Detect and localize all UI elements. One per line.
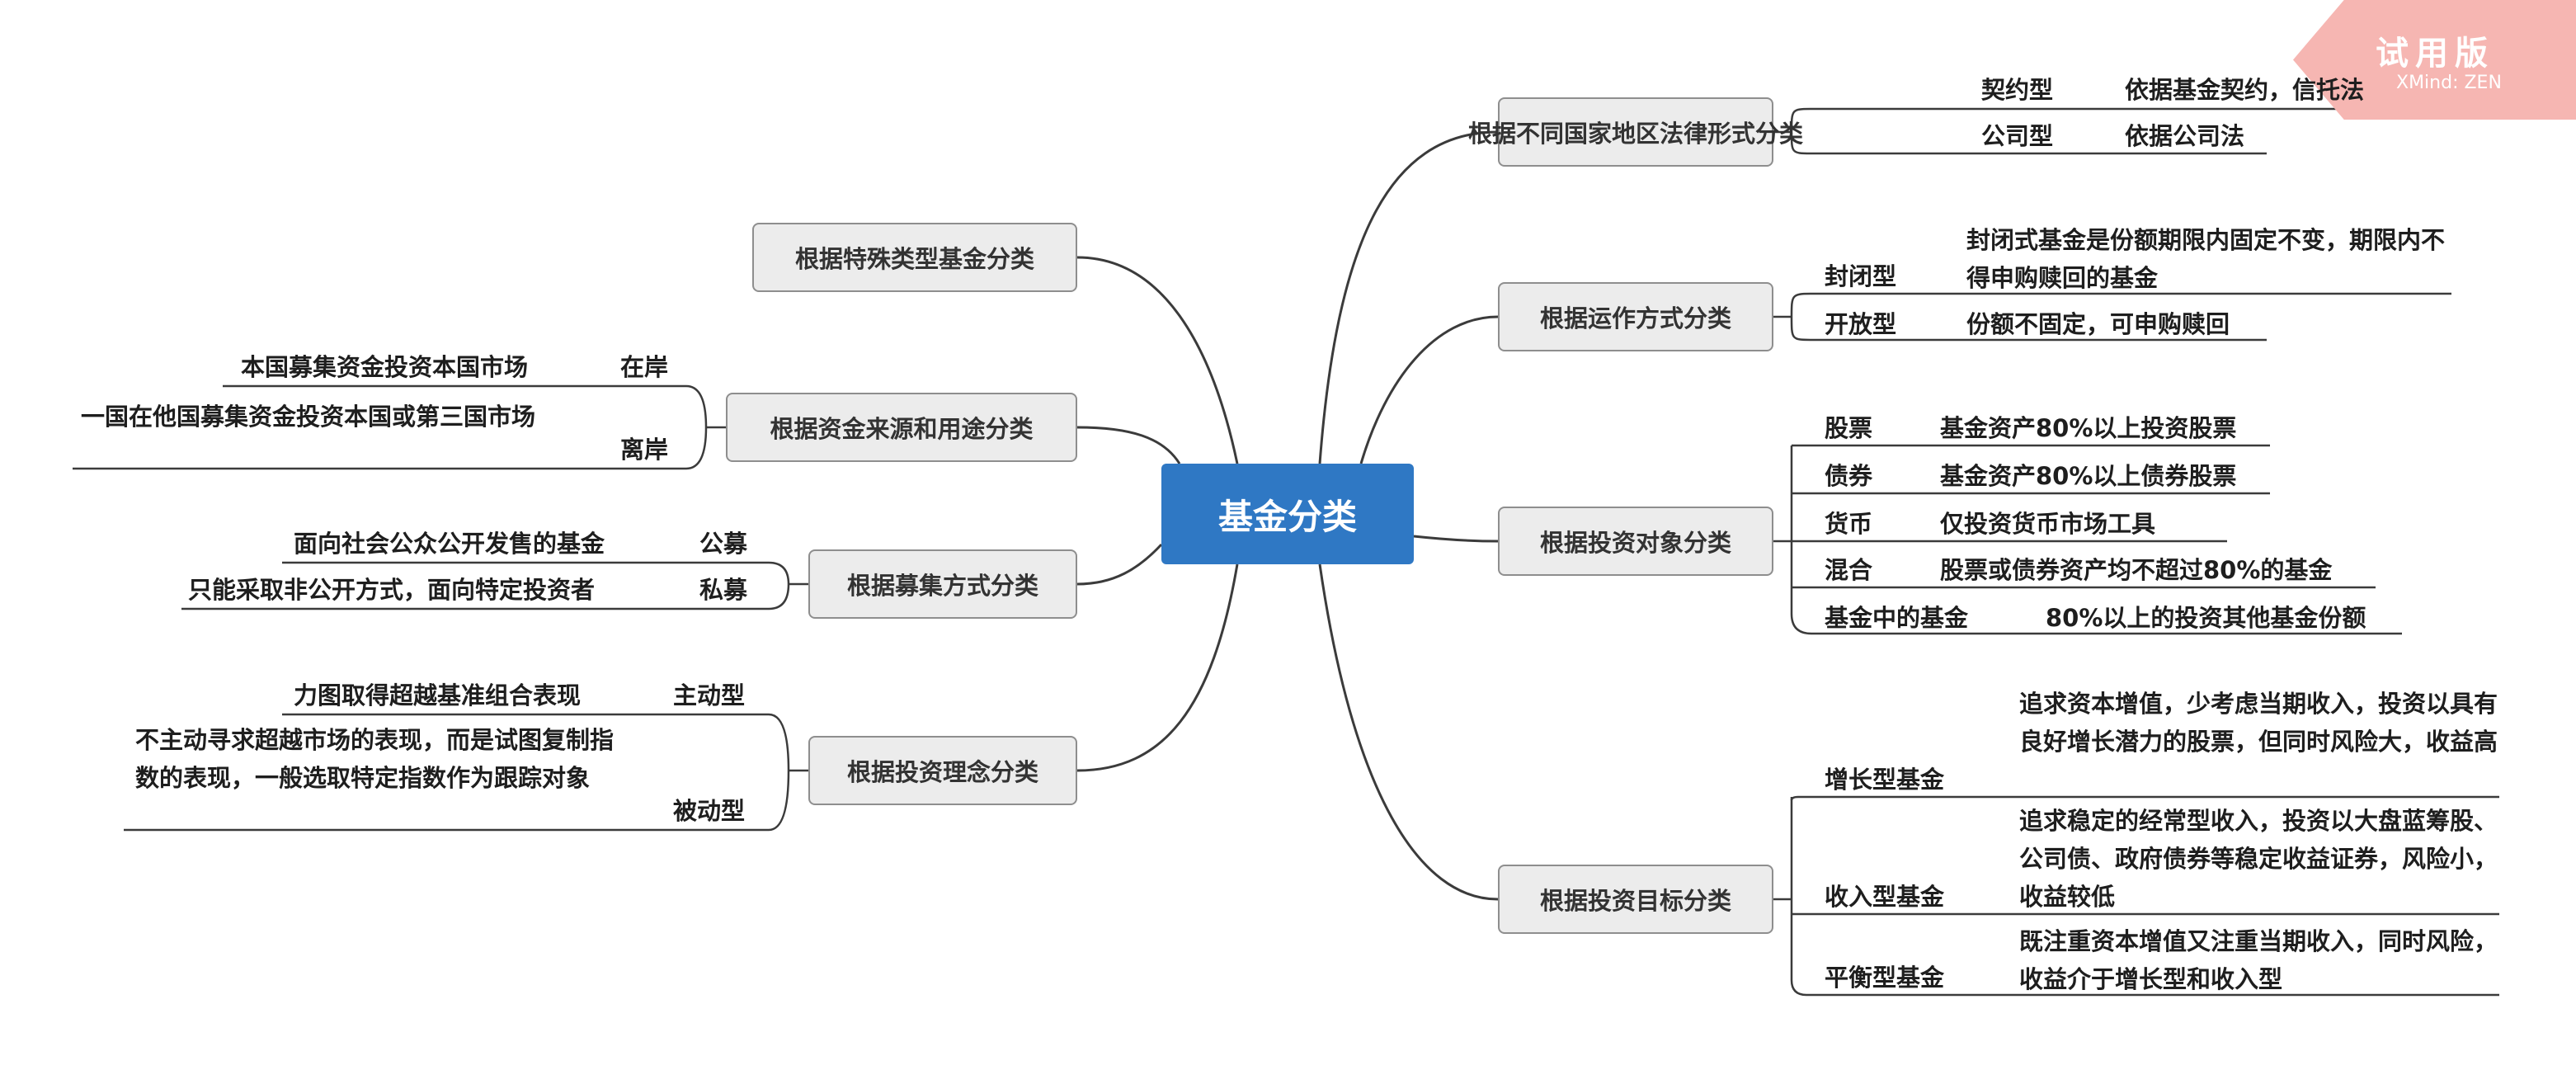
source-item-name[interactable]: 离岸: [620, 436, 669, 464]
concept-item-desc[interactable]: 力图取得超越基准组合表现: [294, 681, 582, 709]
operation-item-desc[interactable]: 封闭式基金是份额期限内固定不变，期限内不得申购赎回的基金: [1966, 226, 2446, 292]
goal-item-name[interactable]: 收入型基金: [1825, 883, 1945, 911]
topic-special-type[interactable]: 根据特殊类型基金分类: [752, 223, 1077, 292]
operation-item-name[interactable]: 开放型: [1825, 310, 1897, 338]
topic-legal-form[interactable]: 根据不同国家地区法律形式分类: [1468, 97, 1803, 167]
root-topic[interactable]: 基金分类: [1161, 464, 1414, 564]
object-item-name[interactable]: 债券: [1825, 462, 1873, 490]
topic-operation[interactable]: 根据运作方式分类: [1498, 282, 1773, 351]
operation-item-desc[interactable]: 份额不固定，可申购赎回: [1966, 310, 2230, 338]
legal-item-desc[interactable]: 依据基金契约，信托法: [2125, 76, 2365, 104]
watermark-subtitle: XMind: ZEN: [2396, 73, 2502, 93]
topic-raise-method[interactable]: 根据募集方式分类: [808, 549, 1077, 619]
goal-item-desc[interactable]: 既注重资本增值又注重当期收入，同时风险，收益介于增长型和收入型: [2019, 927, 2498, 993]
raise-item-desc[interactable]: 面向社会公众公开发售的基金: [294, 530, 605, 558]
object-item-desc[interactable]: 基金资产80%以上投资股票: [1940, 414, 2237, 442]
topic-investment-goal[interactable]: 根据投资目标分类: [1498, 865, 1773, 934]
raise-item-desc[interactable]: 只能采取非公开方式，面向特定投资者: [188, 576, 596, 604]
source-item-name[interactable]: 在岸: [620, 353, 669, 381]
object-item-name[interactable]: 混合: [1825, 556, 1873, 584]
goal-item-name[interactable]: 平衡型基金: [1825, 964, 1945, 992]
goal-item-name[interactable]: 增长型基金: [1825, 766, 1945, 794]
concept-item-name[interactable]: 被动型: [673, 797, 746, 825]
object-item-desc[interactable]: 80%以上的投资其他基金份额: [2046, 604, 2366, 632]
object-item-desc[interactable]: 股票或债券资产均不超过80%的基金: [1940, 556, 2333, 584]
concept-item-name[interactable]: 主动型: [673, 681, 746, 709]
topic-investment-object[interactable]: 根据投资对象分类: [1498, 507, 1773, 576]
raise-item-name[interactable]: 公募: [699, 530, 748, 558]
raise-item-name[interactable]: 私募: [699, 576, 748, 604]
watermark-banner: [2293, 0, 2576, 120]
topic-investment-concept[interactable]: 根据投资理念分类: [808, 736, 1077, 805]
goal-item-desc[interactable]: 追求资本增值，少考虑当期收入，投资以具有良好增长潜力的股票，但同时风险大，收益高: [2019, 690, 2498, 756]
topic-fund-source[interactable]: 根据资金来源和用途分类: [726, 393, 1077, 462]
source-item-desc[interactable]: 本国募集资金投资本国市场: [241, 353, 529, 381]
legal-item-name[interactable]: 契约型: [1981, 76, 2054, 104]
concept-item-desc[interactable]: 不主动寻求超越市场的表现，而是试图复制指数的表现，一般选取特定指数作为跟踪对象: [135, 726, 615, 792]
object-item-desc[interactable]: 基金资产80%以上债券股票: [1940, 462, 2237, 490]
legal-item-desc[interactable]: 依据公司法: [2125, 122, 2245, 150]
operation-item-name[interactable]: 封闭型: [1825, 262, 1897, 290]
object-item-name[interactable]: 基金中的基金: [1825, 604, 1969, 632]
legal-item-name[interactable]: 公司型: [1981, 122, 2054, 150]
watermark-title: 试用版: [2376, 35, 2494, 73]
object-item-name[interactable]: 货币: [1825, 510, 1873, 538]
object-item-desc[interactable]: 仅投资货币市场工具: [1940, 510, 2156, 538]
source-item-desc[interactable]: 一国在他国募集资金投资本国或第三国市场: [81, 403, 536, 431]
object-item-name[interactable]: 股票: [1825, 414, 1873, 442]
goal-item-desc[interactable]: 追求稳定的经常型收入，投资以大盘蓝筹股、公司债、政府债券等稳定收益证券，风险小，…: [2019, 807, 2498, 911]
